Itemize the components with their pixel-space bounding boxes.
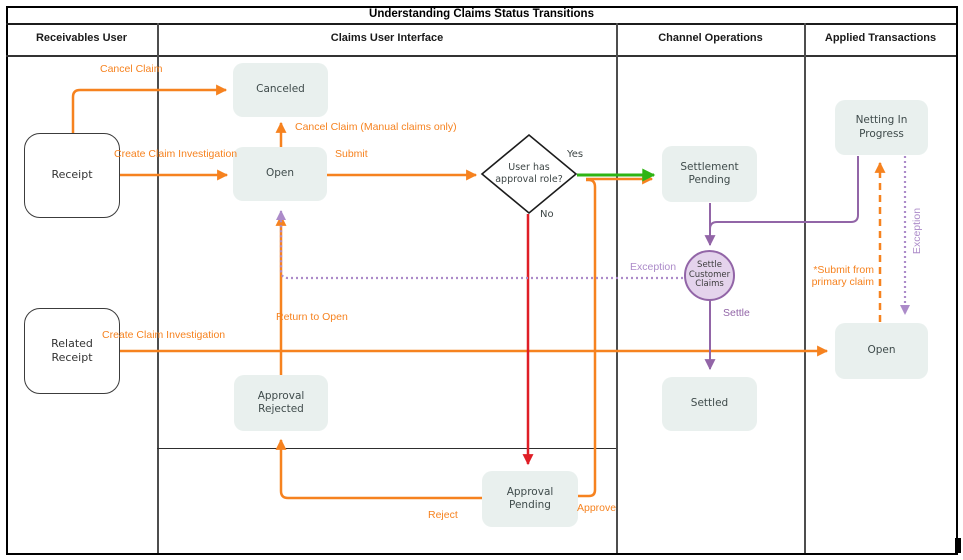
node-approval-rejected-label: Approval Rejected <box>257 389 305 415</box>
claims-sublane-divider <box>157 448 616 449</box>
header-divider <box>6 55 956 57</box>
label-yes: Yes <box>567 149 584 160</box>
node-settle-customer-claims-label: Settle Customer Claims <box>688 260 731 290</box>
node-open-applied-label: Open <box>867 344 896 357</box>
label-submit: Submit <box>335 148 368 160</box>
node-receipt: Receipt <box>24 133 120 218</box>
lane-header-channel-operations: Channel Operations <box>658 32 763 44</box>
decision-diamond <box>480 133 578 215</box>
label-cancel-claim: Cancel Claim <box>100 63 163 75</box>
lane-divider-3 <box>804 23 806 553</box>
label-exception-applied: Exception <box>911 207 923 255</box>
lane-header-applied-transactions: Applied Transactions <box>824 32 937 44</box>
title-divider <box>6 23 956 25</box>
node-settlement-pending-label: Settlement Pending <box>680 160 739 186</box>
node-settlement-pending: Settlement Pending <box>662 146 757 202</box>
label-cancel-claim-manual: Cancel Claim (Manual claims only) <box>295 121 457 133</box>
node-canceled: Canceled <box>233 63 328 117</box>
node-approval-rejected: Approval Rejected <box>234 375 328 431</box>
node-settle-customer-claims: Settle Customer Claims <box>684 250 735 301</box>
lane-divider-1 <box>157 23 159 553</box>
lane-header-receivables-user: Receivables User <box>35 32 128 44</box>
node-approval-pending: Approval Pending <box>482 471 578 527</box>
label-approve: Approve <box>577 502 617 514</box>
label-reject: Reject <box>428 509 458 521</box>
edge-exception-claims <box>276 210 683 280</box>
edge-approve <box>578 179 652 498</box>
label-create-claim-investigation-1: Create Claim Investigation <box>114 148 238 160</box>
decision-question: User has approval role? <box>495 162 563 185</box>
lane-header-claims-user-interface: Claims User Interface <box>330 32 444 44</box>
border-notch <box>955 538 961 553</box>
node-receipt-label: Receipt <box>51 168 93 182</box>
node-settled-label: Settled <box>690 397 729 410</box>
node-settled: Settled <box>662 377 757 431</box>
edge-cancel-claim <box>71 84 228 133</box>
diagram-outer-border <box>6 6 958 555</box>
node-canceled-label: Canceled <box>256 83 305 96</box>
label-return-to-open: Return to Open <box>276 311 348 323</box>
lane-divider-2 <box>616 23 618 553</box>
label-create-claim-investigation-2: Create Claim Investigation <box>102 329 226 341</box>
label-exception-claims: Exception <box>630 261 677 273</box>
node-open-applied: Open <box>835 323 928 379</box>
node-related-receipt: Related Receipt <box>24 308 120 394</box>
diagram-title: Understanding Claims Status Transitions <box>369 8 594 20</box>
edge-reject <box>275 438 482 500</box>
node-open-claims-label: Open <box>265 167 295 180</box>
node-netting-in-progress: Netting In Progress <box>835 100 928 155</box>
node-related-receipt-label: Related Receipt <box>51 336 93 364</box>
label-no: No <box>540 209 554 220</box>
label-submit-from-primary-claim: *Submit from primary claim <box>811 264 874 288</box>
node-open-claims: Open <box>233 147 327 201</box>
label-settle: Settle <box>723 307 750 319</box>
node-netting-in-progress-label: Netting In Progress <box>855 114 908 140</box>
node-approval-pending-label: Approval Pending <box>506 485 554 511</box>
